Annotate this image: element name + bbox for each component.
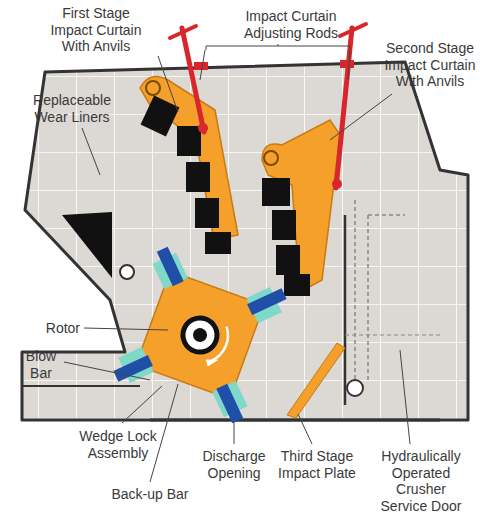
second-stage-curtain [262, 120, 340, 296]
part-label: Third Stage Impact Plate [272, 448, 362, 481]
leader-lines-part [82, 128, 100, 175]
leader-lines-part [122, 386, 162, 423]
part-label: Wedge Lock Assembly [72, 428, 164, 461]
first-stage-curtain-part [177, 126, 201, 156]
housing-part [150, 419, 440, 422]
part-label: Replaceable Wear Liners [26, 92, 118, 125]
part-label: Rotor [28, 320, 80, 337]
adjusting-rods-part [170, 26, 196, 38]
rotor-part [191, 326, 209, 344]
part-label: Discharge Opening [194, 448, 274, 481]
housing [22, 62, 468, 420]
first-stage-curtain-part [186, 162, 210, 192]
leader-lines-part [206, 44, 350, 50]
first-stage-curtain-part [141, 96, 180, 137]
rotor-part [216, 384, 243, 424]
part-label: Blow Bar [20, 348, 62, 381]
rotor-part [157, 247, 184, 287]
second-stage-curtain-part [284, 274, 310, 296]
adjusting-rods-part [194, 62, 208, 70]
housing-part [22, 385, 140, 387]
left-wedge-part [120, 265, 134, 279]
adjusting-rods-part [332, 179, 342, 189]
first-stage-curtain [140, 76, 238, 254]
adjusting-rods-part [340, 24, 366, 36]
part-label: Second Stage Impact Curtain With Anvils [374, 40, 486, 90]
adjusting-rods-part [198, 123, 208, 133]
rotor-part [212, 326, 232, 364]
adjusting-rods [170, 24, 366, 189]
rotor-part [247, 288, 287, 315]
left-wedge [62, 212, 134, 279]
third-stage-impact-plate [287, 343, 345, 418]
leader-lines-part [330, 94, 392, 140]
leader-lines-part [84, 328, 168, 330]
part-label: Impact Curtain Adjusting Rods [236, 8, 346, 41]
service-door [345, 200, 440, 405]
first-stage-curtain-part [146, 81, 160, 95]
adjusting-rods-part [340, 60, 354, 68]
part-label: First Stage Impact Curtain With Anvils [40, 5, 152, 55]
left-wedge-part [62, 212, 112, 278]
second-stage-curtain-part [262, 120, 340, 292]
housing-part [22, 62, 468, 420]
rotor-part [136, 271, 264, 399]
leader-lines-part [200, 50, 205, 80]
leader-lines-part [234, 422, 235, 444]
first-stage-curtain-part [205, 232, 231, 254]
leader-lines-part [158, 56, 178, 112]
second-stage-curtain-part [262, 178, 290, 206]
adjusting-rods-part [182, 28, 204, 132]
part-label: Hydraulically Operated Crusher Service D… [372, 448, 470, 514]
third-stage-impact-plate-part [287, 343, 345, 418]
leader-lines-part [400, 350, 410, 444]
adjusting-rods-part [336, 28, 352, 188]
service-door-part [344, 215, 347, 405]
first-stage-curtain-part [140, 76, 238, 240]
leader-lines-part [348, 50, 350, 80]
leader-lines-part [298, 414, 312, 444]
service-door-part [345, 334, 440, 335]
leader-lines [64, 44, 410, 482]
second-stage-curtain-part [264, 151, 278, 165]
second-stage-curtain-part [272, 210, 296, 240]
rotor-part [204, 356, 219, 370]
service-door-part [355, 200, 405, 380]
rotor-part [113, 355, 153, 382]
second-stage-curtain-part [276, 245, 300, 275]
rotor-part [178, 313, 222, 357]
first-stage-curtain-part [195, 198, 219, 228]
leader-lines-part [64, 362, 150, 380]
service-door-part [347, 380, 363, 396]
rotor [110, 244, 289, 426]
part-label: Back-up Bar [100, 486, 200, 503]
